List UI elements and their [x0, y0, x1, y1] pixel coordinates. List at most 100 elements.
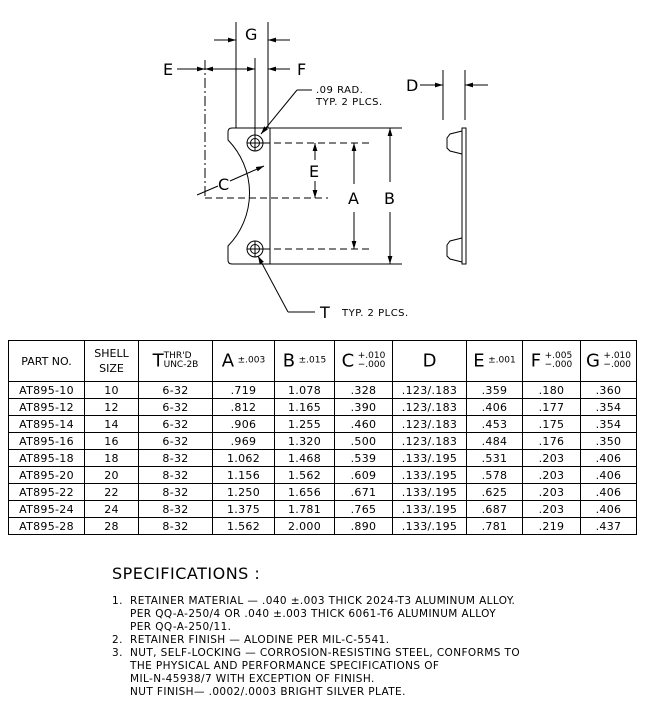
table-cell: 6-32	[138, 381, 213, 399]
label-t: T	[319, 303, 330, 322]
table-cell: 8-32	[138, 483, 213, 501]
table-cell: 1.781	[274, 500, 335, 518]
header-g: G +.010−.000	[580, 340, 637, 382]
table-cell: AT895-18	[8, 449, 85, 467]
table-cell: 18	[84, 449, 139, 467]
table-cell: 1.062	[212, 449, 275, 467]
table-cell: .203	[522, 449, 581, 467]
table-cell: .123/.183	[392, 432, 467, 450]
retainer-front-view	[227, 127, 271, 265]
label-d: D	[406, 76, 418, 95]
specifications-list: 1. RETAINER MATERIAL — .040 ±.003 THICK 2…	[112, 595, 632, 699]
table-cell: 22	[84, 483, 139, 501]
technical-drawing: G E F D .09 RAD. TYP. 2 PLCS. C E A B T …	[163, 22, 488, 322]
header-b: B ±.015	[274, 340, 335, 382]
table-cell: .500	[334, 432, 393, 450]
table-cell: .203	[522, 483, 581, 501]
label-c: C	[218, 175, 229, 194]
table-cell: AT895-22	[8, 483, 85, 501]
table-cell: .180	[522, 381, 581, 399]
table-cell: .123/.183	[392, 381, 467, 399]
table-cell: .123/.183	[392, 415, 467, 433]
retainer-outline	[227, 127, 271, 265]
table-cell: .890	[334, 517, 393, 535]
header-c: C +.010−.000	[334, 340, 393, 382]
table-cell: .781	[466, 517, 523, 535]
table-cell: 10	[84, 381, 139, 399]
table-cell: .133/.195	[392, 517, 467, 535]
specification-text: RETAINER FINISH — ALODINE PER MIL-C-5541…	[130, 634, 390, 646]
table-cell: .437	[580, 517, 637, 535]
table-cell: 8-32	[138, 517, 213, 535]
table-cell: .354	[580, 415, 637, 433]
table-cell: .177	[522, 398, 581, 416]
label-a: A	[348, 189, 359, 208]
header-a: A ±.003	[212, 340, 275, 382]
table-cell: .812	[212, 398, 275, 416]
table-cell: .406	[580, 500, 637, 518]
table-cell: .123/.183	[392, 398, 467, 416]
specification-text: NUT, SELF-LOCKING — CORROSION-RESISTING …	[130, 647, 521, 698]
table-cell: AT895-10	[8, 381, 85, 399]
table-cell: AT895-24	[8, 500, 85, 518]
table-cell: .671	[334, 483, 393, 501]
table-cell: 6-32	[138, 398, 213, 416]
table-cell: 8-32	[138, 449, 213, 467]
table-cell: 1.255	[274, 415, 335, 433]
table-cell: .539	[334, 449, 393, 467]
table-cell: .460	[334, 415, 393, 433]
label-e-mid: E	[309, 162, 319, 181]
specification-item: 3.NUT, SELF-LOCKING — CORROSION-RESISTIN…	[112, 647, 632, 699]
table-cell: 1.156	[212, 466, 275, 484]
table-cell: AT895-16	[8, 432, 85, 450]
table-cell: .328	[334, 381, 393, 399]
table-cell: .906	[212, 415, 275, 433]
table-cell: .687	[466, 500, 523, 518]
specifications-block: SPECIFICATIONS : 1. RETAINER MATERIAL — .…	[112, 564, 632, 699]
header-e: E ±.001	[466, 340, 523, 382]
table-cell: .453	[466, 415, 523, 433]
table-cell: 1.562	[212, 517, 275, 535]
table-cell: .203	[522, 500, 581, 518]
specifications-title: SPECIFICATIONS :	[112, 564, 261, 583]
specification-text: RETAINER MATERIAL — .040 ±.003 THICK 202…	[130, 595, 516, 633]
table-cell: .765	[334, 500, 393, 518]
label-b: B	[384, 189, 395, 208]
table-cell: 2.000	[274, 517, 335, 535]
table-cell: .484	[466, 432, 523, 450]
table-cell: .969	[212, 432, 275, 450]
table-cell: .406	[580, 449, 637, 467]
label-e-top: E	[163, 60, 173, 79]
table-cell: 20	[84, 466, 139, 484]
table-cell: .133/.195	[392, 449, 467, 467]
table-cell: .406	[466, 398, 523, 416]
specification-number: 1.	[112, 595, 123, 607]
table-cell: .406	[580, 466, 637, 484]
table-cell: .350	[580, 432, 637, 450]
table-cell: .176	[522, 432, 581, 450]
dimension-lines	[177, 22, 402, 313]
table-cell: 1.562	[274, 466, 335, 484]
table-cell: 6-32	[138, 432, 213, 450]
header-f: F +.005−.000	[522, 340, 581, 382]
table-cell: .578	[466, 466, 523, 484]
table-cell: .175	[522, 415, 581, 433]
header-part-no: PART NO.	[8, 340, 85, 382]
table-cell: 1.165	[274, 398, 335, 416]
table-cell: 8-32	[138, 466, 213, 484]
header-d: D	[392, 340, 467, 382]
table-cell: AT895-14	[8, 415, 85, 433]
table-cell: 1.375	[212, 500, 275, 518]
retainer-side-view	[420, 70, 488, 265]
table-cell: .625	[466, 483, 523, 501]
table-cell: .719	[212, 381, 275, 399]
